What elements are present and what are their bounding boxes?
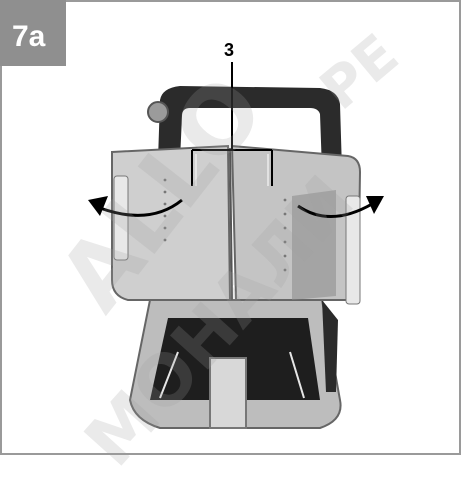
center-seam xyxy=(229,147,233,301)
figure-label: 7a xyxy=(0,0,66,66)
callout-leader xyxy=(191,62,273,186)
left-vent-dots xyxy=(163,178,167,242)
support-leg xyxy=(322,300,338,392)
rotate-right-arrow-icon xyxy=(297,196,384,218)
figure-frame xyxy=(0,0,461,455)
left-lamp-panel xyxy=(111,144,232,301)
callout-number: 3 xyxy=(224,40,235,60)
left-side-bar xyxy=(113,175,129,261)
slot-rails xyxy=(159,351,305,399)
device-illustration xyxy=(88,62,384,429)
carry-handle xyxy=(158,86,342,170)
rotate-left-arrow-icon xyxy=(88,196,183,217)
right-side-bar xyxy=(345,195,361,305)
adjust-knob xyxy=(147,101,169,123)
right-vent-dots xyxy=(283,198,287,272)
battery-latch xyxy=(209,357,247,429)
